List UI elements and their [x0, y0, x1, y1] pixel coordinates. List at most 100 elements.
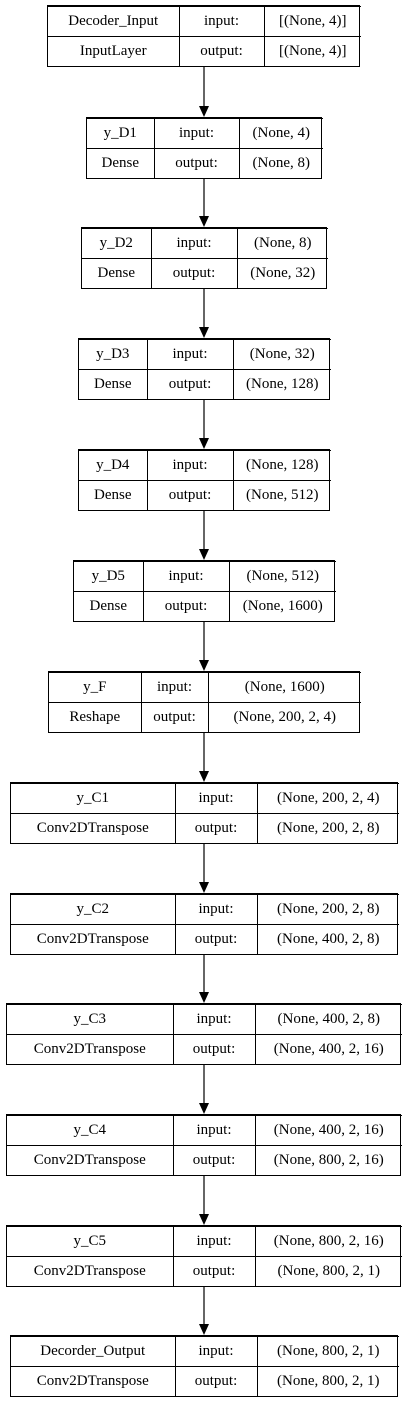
- input-shape: (None, 800, 2, 16): [254, 1225, 402, 1258]
- arrowhead-icon: [199, 1103, 209, 1114]
- output-label: output:: [172, 1256, 256, 1286]
- output-label: output:: [142, 591, 230, 621]
- layer-name: y_C1: [11, 782, 176, 815]
- output-shape: (None, 8): [238, 148, 323, 178]
- output-shape: (None, 32): [236, 258, 328, 288]
- layer-type: Conv2DTranspose: [7, 1034, 174, 1064]
- layer-type: Dense: [79, 480, 148, 510]
- input-shape: (None, 1600): [207, 671, 361, 704]
- input-label: input:: [142, 560, 230, 593]
- arrowhead-icon: [199, 438, 209, 449]
- arrowhead-icon: [199, 216, 209, 227]
- input-label: input:: [146, 338, 234, 371]
- layer-name: y_D4: [79, 449, 148, 482]
- layer-name: y_D1: [87, 117, 155, 150]
- input-shape: (None, 512): [228, 560, 336, 593]
- input-label: input:: [174, 893, 258, 926]
- output-label: output:: [174, 1366, 258, 1396]
- output-label: output:: [174, 813, 258, 843]
- input-label: input:: [174, 782, 258, 815]
- arrowhead-icon: [199, 882, 209, 893]
- output-shape: (None, 1600): [228, 591, 336, 621]
- input-label: input:: [146, 449, 234, 482]
- layer-type: Dense: [74, 591, 144, 621]
- arrowhead-icon: [199, 106, 209, 117]
- input-label: input:: [153, 117, 240, 150]
- input-label: input:: [178, 5, 265, 38]
- output-shape: (None, 800, 2, 1): [254, 1256, 402, 1286]
- input-shape: (None, 400, 2, 16): [254, 1114, 402, 1147]
- layer-type: Conv2DTranspose: [11, 924, 176, 954]
- input-shape: [(None, 4)]: [263, 5, 361, 38]
- layer-type: Conv2DTranspose: [11, 1366, 176, 1396]
- layer-type: Conv2DTranspose: [7, 1145, 174, 1175]
- input-shape: (None, 200, 2, 8): [256, 893, 399, 926]
- arrowhead-icon: [199, 771, 209, 782]
- input-shape: (None, 4): [238, 117, 323, 150]
- output-label: output:: [150, 258, 238, 288]
- input-shape: (None, 400, 2, 8): [254, 1003, 402, 1036]
- output-label: output:: [174, 924, 258, 954]
- output-label: output:: [140, 702, 209, 732]
- input-shape: (None, 800, 2, 1): [256, 1335, 399, 1368]
- output-shape: (None, 800, 2, 1): [256, 1366, 399, 1396]
- input-shape: (None, 128): [232, 449, 331, 482]
- output-shape: (None, 800, 2, 16): [254, 1145, 402, 1175]
- layer-name: y_D3: [79, 338, 148, 371]
- layer-name: y_F: [49, 671, 142, 704]
- output-label: output:: [178, 36, 265, 66]
- layer-name: y_C5: [7, 1225, 174, 1258]
- layer-name: Decorder_Output: [11, 1335, 176, 1368]
- output-label: output:: [146, 480, 234, 510]
- output-shape: (None, 400, 2, 8): [256, 924, 399, 954]
- input-label: input:: [172, 1114, 256, 1147]
- layer-name: y_D2: [82, 227, 152, 260]
- input-shape: (None, 8): [236, 227, 328, 260]
- layer-type: Conv2DTranspose: [11, 813, 176, 843]
- arrowhead-icon: [199, 992, 209, 1003]
- input-shape: (None, 200, 2, 4): [256, 782, 399, 815]
- input-label: input:: [174, 1335, 258, 1368]
- arrowhead-icon: [199, 1324, 209, 1335]
- input-label: input:: [140, 671, 209, 704]
- layer-type: Reshape: [49, 702, 142, 732]
- layer-type: Dense: [82, 258, 152, 288]
- output-label: output:: [146, 369, 234, 399]
- output-shape: (None, 128): [232, 369, 331, 399]
- layer-name: Decoder_Input: [48, 5, 180, 38]
- output-label: output:: [172, 1145, 256, 1175]
- input-label: input:: [172, 1003, 256, 1036]
- output-label: output:: [153, 148, 240, 178]
- arrowhead-icon: [199, 1214, 209, 1225]
- output-shape: (None, 200, 2, 8): [256, 813, 399, 843]
- layer-name: y_C4: [7, 1114, 174, 1147]
- input-label: input:: [172, 1225, 256, 1258]
- output-shape: (None, 200, 2, 4): [207, 702, 361, 732]
- layer-type: Dense: [87, 148, 155, 178]
- output-shape: (None, 512): [232, 480, 331, 510]
- layer-type: Conv2DTranspose: [7, 1256, 174, 1286]
- input-shape: (None, 32): [232, 338, 331, 371]
- layer-name: y_D5: [74, 560, 144, 593]
- layer-name: y_C3: [7, 1003, 174, 1036]
- input-label: input:: [150, 227, 238, 260]
- output-label: output:: [172, 1034, 256, 1064]
- output-shape: [(None, 4)]: [263, 36, 361, 66]
- arrowhead-icon: [199, 549, 209, 560]
- arrowhead-icon: [199, 660, 209, 671]
- output-shape: (None, 400, 2, 16): [254, 1034, 402, 1064]
- arrowhead-icon: [199, 327, 209, 338]
